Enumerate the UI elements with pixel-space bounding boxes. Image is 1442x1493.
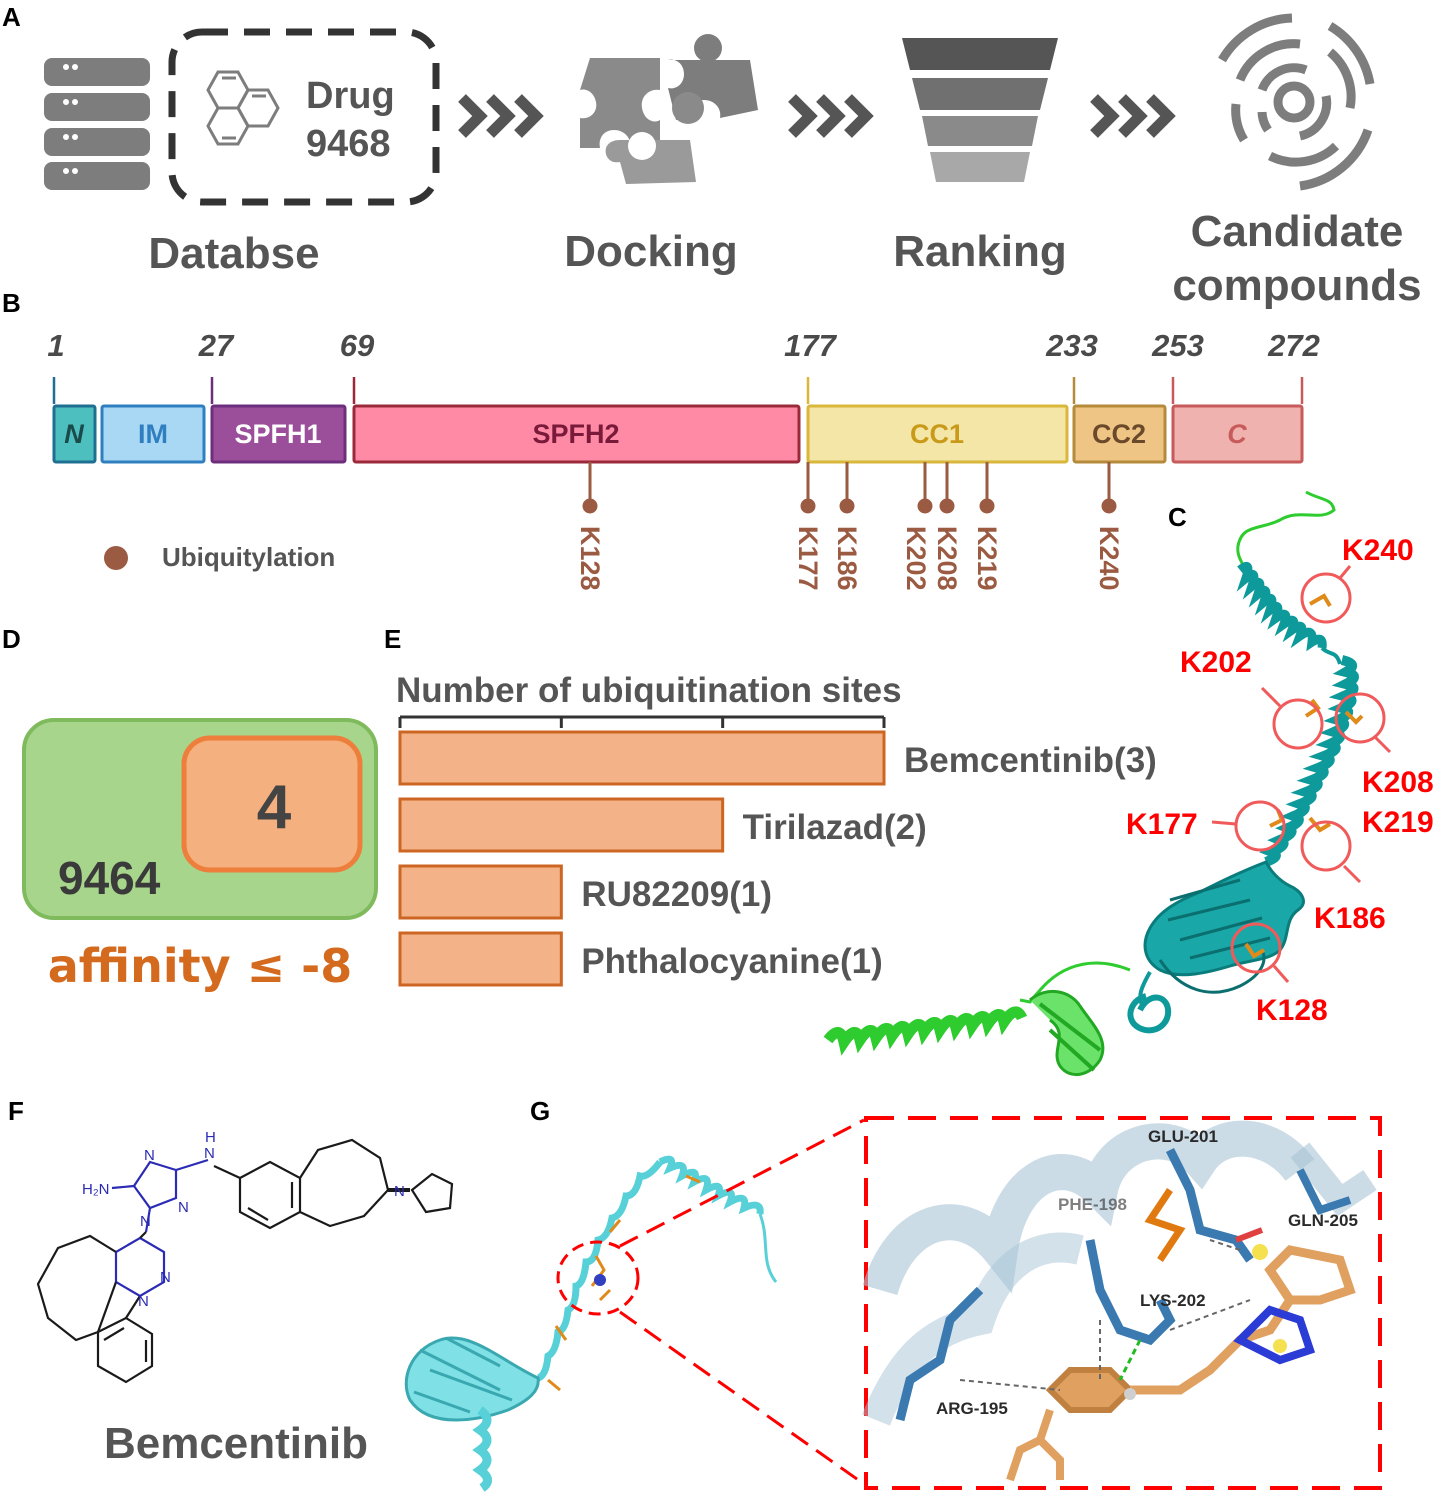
residue-label: ARG-195 xyxy=(936,1399,1008,1418)
site-label: K177 xyxy=(793,526,823,591)
structure-site-label: K202 xyxy=(1180,646,1252,679)
position-ticks xyxy=(52,377,1304,404)
svg-text:IM: IM xyxy=(138,419,168,449)
panel-label-e: E xyxy=(384,624,401,654)
site-label: K186 xyxy=(832,526,862,591)
panel-label-b: B xyxy=(2,288,21,318)
step-label-candidate: Candidate xyxy=(1191,207,1404,256)
puzzle-icon xyxy=(580,34,758,184)
site-label: K240 xyxy=(1094,526,1124,591)
bar-label: Bemcentinib(3) xyxy=(904,741,1157,780)
atom-label-n: N xyxy=(144,1147,155,1164)
bar-ru82209 xyxy=(398,864,563,920)
panel-label-d: D xyxy=(2,624,21,654)
domain-n: N xyxy=(52,404,97,464)
position-number: 253 xyxy=(1151,328,1204,363)
structure-site-label: K240 xyxy=(1342,534,1414,567)
chevrons-icon xyxy=(788,94,874,138)
atom-label-n: N xyxy=(394,1183,405,1200)
position-number: 233 xyxy=(1045,328,1098,363)
affinity-criterion: affinity ≤ -8 xyxy=(48,939,353,993)
zoom-connector-lines xyxy=(619,1118,865,1486)
bar-phthalocyanine xyxy=(398,931,563,987)
position-number: 272 xyxy=(1267,328,1320,363)
bar-bemcentinib xyxy=(398,730,886,786)
position-number: 1 xyxy=(47,328,64,363)
svg-text:CC1: CC1 xyxy=(910,419,964,449)
bar-label: Tirilazad(2) xyxy=(743,808,927,847)
domain-spfh2: SPFH2 xyxy=(352,404,801,464)
chart-title: Number of ubiquitination sites xyxy=(396,671,902,710)
structure-site-label: K128 xyxy=(1256,994,1328,1027)
structure-site-label: K186 xyxy=(1314,902,1386,935)
chevrons-icon xyxy=(458,94,544,138)
atom-label-n: N xyxy=(140,1213,151,1230)
structure-site-label: K177 xyxy=(1126,808,1198,841)
residue-label: PHE-198 xyxy=(1058,1195,1127,1214)
position-number: 27 xyxy=(198,328,235,363)
panel-label-c: C xyxy=(1168,502,1187,532)
site-label: K208 xyxy=(932,526,962,591)
position-number: 69 xyxy=(340,328,375,363)
drug-word: Drug xyxy=(306,75,395,117)
structure-site-label: K208 xyxy=(1362,766,1434,799)
site-label: K219 xyxy=(972,526,1002,591)
legend-ubiquitylation: Ubiquitylation xyxy=(162,542,335,572)
bar-tirilazad xyxy=(398,797,725,853)
residue-label: LYS-202 xyxy=(1140,1291,1206,1310)
chart-axis xyxy=(398,715,886,728)
position-number: 177 xyxy=(784,328,837,363)
atom-label-nh2: H₂N xyxy=(82,1181,110,1198)
bemcentinib-structure xyxy=(36,1138,454,1384)
step-label-compounds: compounds xyxy=(1172,261,1421,310)
atom-label-n: N xyxy=(138,1293,149,1310)
venn-total-count: 9464 xyxy=(58,852,161,904)
structure-site-label: K219 xyxy=(1362,806,1434,839)
bar-label: Phthalocyanine(1) xyxy=(581,942,882,981)
domain-im: IM xyxy=(100,404,206,464)
hexagon-rings-icon xyxy=(206,70,280,146)
site-pins xyxy=(582,462,1117,514)
svg-text:C: C xyxy=(1227,419,1247,449)
funnel-icon xyxy=(902,38,1058,182)
step-label-database: Databse xyxy=(148,229,319,278)
panel-label-a: A xyxy=(2,2,21,32)
protein-structure-render xyxy=(823,490,1392,1076)
panel-label-g: G xyxy=(530,1096,550,1126)
panel-label-f: F xyxy=(8,1096,24,1126)
bar-label: RU82209(1) xyxy=(581,875,772,914)
step-label-ranking: Ranking xyxy=(893,227,1067,276)
residue-label: GLN-205 xyxy=(1288,1211,1358,1230)
drug-library-box xyxy=(168,28,440,206)
chevrons-icon xyxy=(1090,94,1176,138)
svg-text:N: N xyxy=(64,419,84,449)
site-label: K128 xyxy=(575,526,605,591)
residue-label: GLU-201 xyxy=(1148,1127,1218,1146)
venn-inner-set xyxy=(181,735,363,873)
atom-label-n: N xyxy=(178,1199,189,1216)
domain-cc1: CC1 xyxy=(806,404,1069,464)
docking-overview-render xyxy=(404,1155,778,1492)
venn-subset-count: 4 xyxy=(257,773,292,842)
domain-cc2: CC2 xyxy=(1072,404,1167,464)
target-icon xyxy=(1218,13,1375,191)
atom-label-h: H xyxy=(205,1129,216,1146)
domain-c: C xyxy=(1171,404,1304,464)
docking-zoom-render xyxy=(862,1120,1377,1482)
site-label: K202 xyxy=(901,526,931,591)
molecule-name: Bemcentinib xyxy=(104,1419,368,1468)
ubiquitylation-dot-icon xyxy=(104,546,128,570)
svg-text:SPFH2: SPFH2 xyxy=(532,419,619,449)
drug-count: 9468 xyxy=(306,123,391,165)
atom-label-n: N xyxy=(160,1269,171,1286)
step-label-docking: Docking xyxy=(564,227,738,276)
database-icon xyxy=(44,58,150,190)
svg-text:SPFH1: SPFH1 xyxy=(234,419,321,449)
atom-label-n: N xyxy=(204,1145,215,1162)
domain-spfh1: SPFH1 xyxy=(210,404,347,464)
svg-text:CC2: CC2 xyxy=(1092,419,1146,449)
